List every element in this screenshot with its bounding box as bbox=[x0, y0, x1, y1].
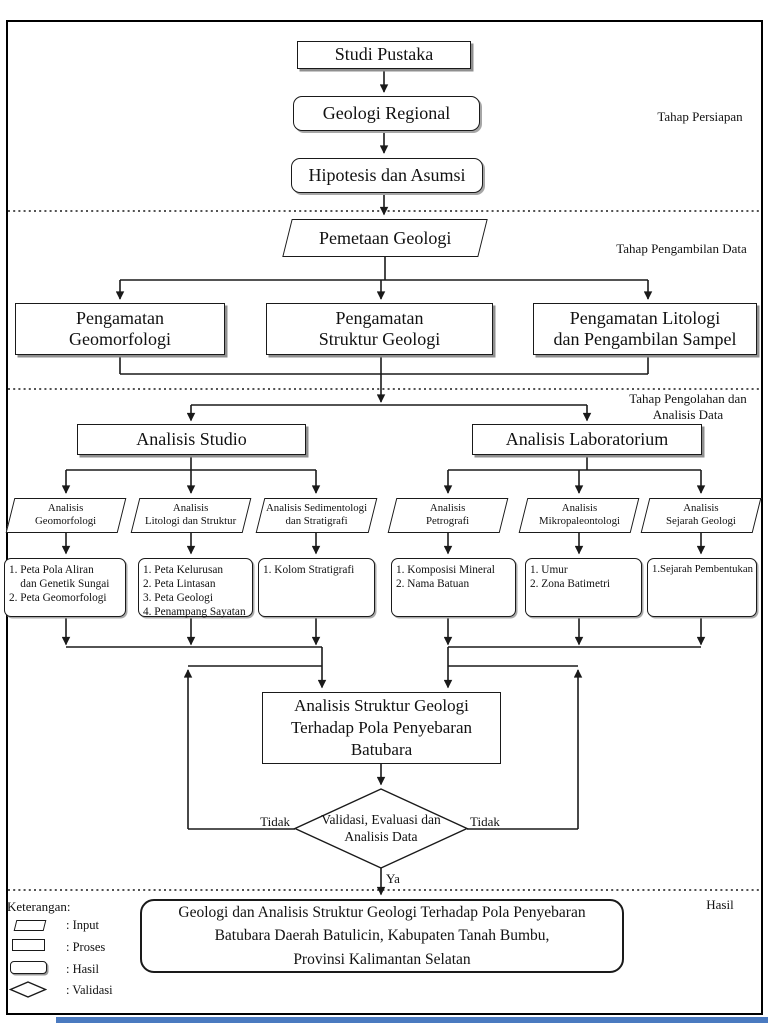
node-analisis-litologi-struktur: Analisis Litologi dan Struktur bbox=[130, 498, 252, 533]
node-analisis-laboratorium: Analisis Laboratorium bbox=[472, 424, 702, 455]
stage-label-pengambilan-data: Tahap Pengambilan Data bbox=[616, 241, 747, 256]
node-analisis-struktur-batubara: Analisis Struktur Geologi Terhadap Pola … bbox=[262, 692, 501, 764]
legend-hasil-label: : Hasil bbox=[66, 962, 99, 976]
node-hipotesis-asumsi: Hipotesis dan Asumsi bbox=[291, 158, 483, 193]
legend-hasil-rounded-icon bbox=[10, 961, 47, 974]
stage-label-pengolahan-line1: Tahap Pengolahan dan bbox=[629, 391, 747, 406]
node-analisis-sedimentologi-stratigrafi: Analisis Sedimentologi dan Stratigrafi bbox=[255, 498, 378, 533]
legend-input-parallelogram-icon bbox=[13, 920, 47, 931]
legend-title: Keterangan: bbox=[7, 899, 71, 914]
decision-label-tidak-left: Tidak bbox=[260, 814, 290, 829]
legend-validasi-label: : Validasi bbox=[66, 983, 113, 997]
node-hasil-sejarah-pembentukan: 1.Sejarah Pembentukan bbox=[647, 558, 757, 617]
decision-label-ya: Ya bbox=[386, 871, 400, 886]
node-validasi-evaluasi: Validasi, Evaluasi dan Analisis Data bbox=[321, 812, 441, 844]
node-analisis-petrografi: Analisis Petrografi bbox=[387, 498, 509, 533]
bottom-scroll-bar bbox=[56, 1017, 768, 1023]
legend-validasi-diamond-icon bbox=[9, 981, 47, 998]
node-geologi-regional: Geologi Regional bbox=[293, 96, 480, 131]
node-analisis-sejarah-geologi: Analisis Sejarah Geologi bbox=[640, 498, 762, 533]
node-hasil-kolom-stratigrafi: 1. Kolom Stratigrafi bbox=[258, 558, 375, 617]
node-pengamatan-litologi-sampel: Pengamatan Litologi dan Pengambilan Samp… bbox=[533, 303, 757, 355]
diagram-border-frame bbox=[6, 20, 763, 1015]
stage-label-hasil: Hasil bbox=[706, 897, 734, 912]
node-studi-pustaka: Studi Pustaka bbox=[297, 41, 471, 69]
node-analisis-mikropaleontologi: Analisis Mikropaleontologi bbox=[518, 498, 640, 533]
legend-proses-rectangle-icon bbox=[12, 939, 45, 951]
node-hasil-akhir: Geologi dan Analisis Struktur Geologi Te… bbox=[140, 899, 624, 973]
node-analisis-geomorfologi: Analisis Geomorfologi bbox=[5, 498, 127, 533]
node-hasil-peta-kelurusan-sayatan: 1. Peta Kelurusan 2. Peta Lintasan 3. Pe… bbox=[138, 558, 253, 618]
legend-proses-label: : Proses bbox=[66, 940, 106, 954]
node-hasil-peta-aliran-geomorfologi: 1. Peta Pola Aliran dan Genetik Sungai 2… bbox=[4, 558, 126, 617]
stage-label-persiapan: Tahap Persiapan bbox=[657, 109, 743, 124]
node-analisis-studio: Analisis Studio bbox=[77, 424, 306, 455]
node-pengamatan-struktur-geologi: Pengamatan Struktur Geologi bbox=[266, 303, 493, 355]
node-hasil-komposisi-mineral: 1. Komposisi Mineral 2. Nama Batuan bbox=[391, 558, 516, 617]
stage-label-pengolahan-line2: Analisis Data bbox=[652, 407, 724, 422]
legend-input-label: : Input bbox=[66, 918, 99, 932]
decision-label-tidak-right: Tidak bbox=[470, 814, 500, 829]
node-pengamatan-geomorfologi: Pengamatan Geomorfologi bbox=[15, 303, 225, 355]
node-pemetaan-geologi: Pemetaan Geologi bbox=[282, 219, 488, 257]
node-hasil-umur-batimetri: 1. Umur 2. Zona Batimetri bbox=[525, 558, 642, 617]
